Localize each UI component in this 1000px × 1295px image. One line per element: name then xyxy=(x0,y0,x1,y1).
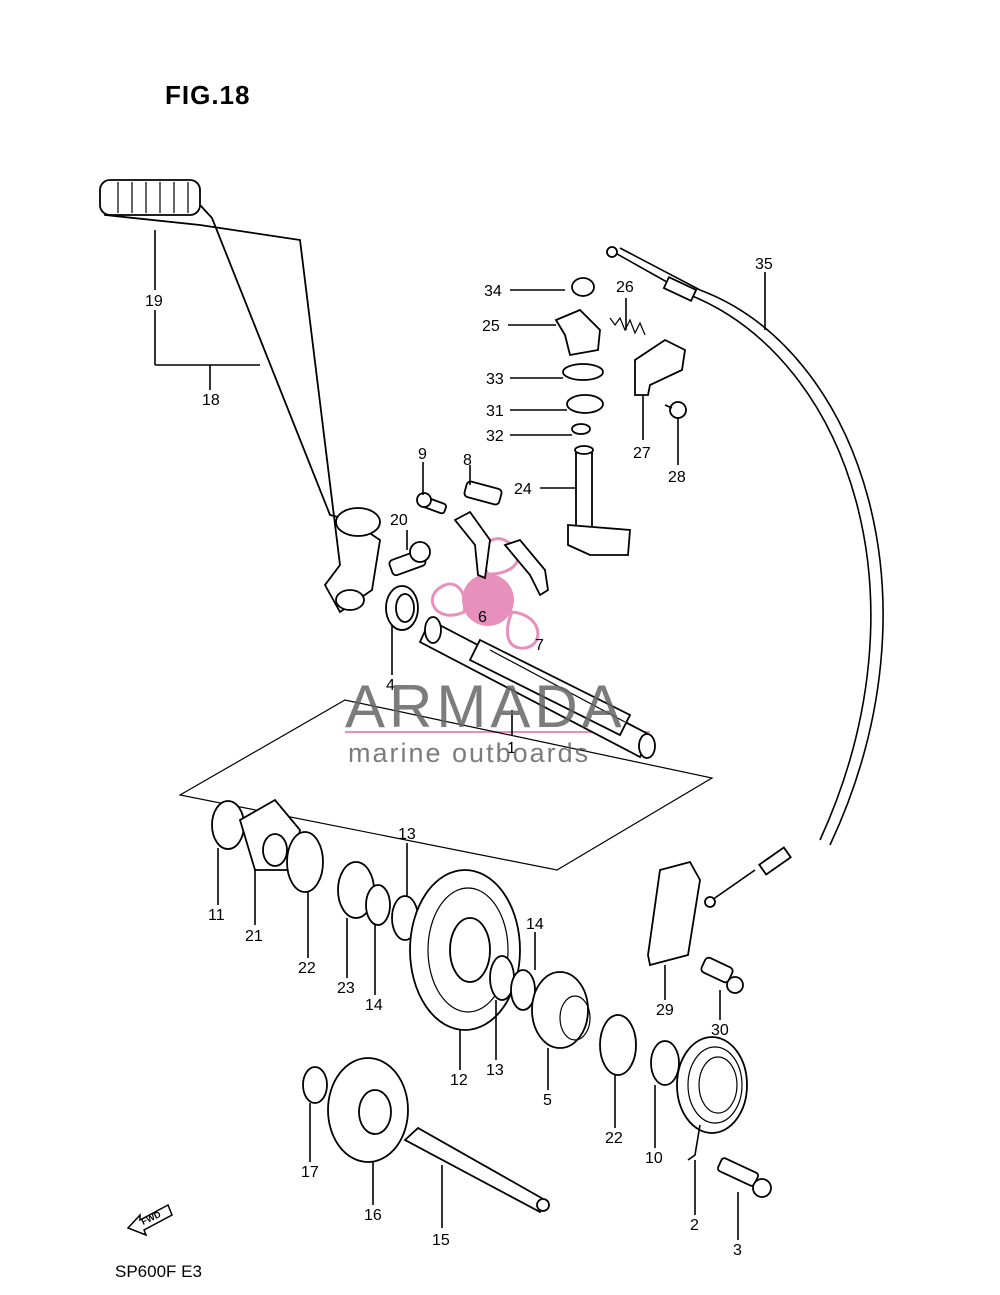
cable-bracket xyxy=(634,338,686,396)
bolt-9 xyxy=(416,492,447,515)
callout-7: 7 xyxy=(535,637,544,654)
spring-washer-22b xyxy=(599,1014,637,1076)
guide-plate-7 xyxy=(503,538,549,597)
spring-washer-22a xyxy=(286,831,324,893)
release-shaft xyxy=(567,445,631,556)
circlip-14a xyxy=(365,884,391,926)
washer-32 xyxy=(571,423,591,435)
washer-31 xyxy=(566,394,604,414)
return-spring xyxy=(609,316,646,336)
callout-4: 4 xyxy=(386,677,395,694)
kick-starter-gear xyxy=(531,971,591,1049)
clamp-bolt xyxy=(388,541,431,577)
callout-29: 29 xyxy=(656,1002,674,1019)
callout-13a: 13 xyxy=(398,826,416,843)
kick-idle-gear xyxy=(327,1057,409,1163)
callout-18: 18 xyxy=(202,392,220,409)
cable-holder xyxy=(647,860,701,967)
callout-24: 24 xyxy=(514,481,532,498)
callout-1: 1 xyxy=(507,740,516,757)
callout-21: 21 xyxy=(245,928,263,945)
holder-bolt xyxy=(700,956,744,994)
callout-20: 20 xyxy=(390,512,408,529)
callout-15: 15 xyxy=(432,1232,450,1249)
bolt-8 xyxy=(463,480,503,506)
callout-12: 12 xyxy=(450,1072,468,1089)
callout-14a: 14 xyxy=(365,997,383,1014)
washer-10 xyxy=(650,1040,680,1086)
callout-35: 35 xyxy=(755,256,773,273)
fwd-arrow-icon: FWD xyxy=(126,1203,173,1237)
callout-14b: 14 xyxy=(526,916,544,933)
release-cable xyxy=(606,246,884,908)
figure-title: FIG.18 xyxy=(165,80,251,110)
kick-spring xyxy=(676,1036,748,1161)
release-arm xyxy=(554,308,601,357)
callout-8: 8 xyxy=(463,452,472,469)
callout-22b: 22 xyxy=(605,1130,623,1147)
callout-labels: 19 18 9 8 20 4 6 7 1 34 25 33 31 32 24 2… xyxy=(145,256,773,1259)
guide-plate-6 xyxy=(453,510,491,580)
kick-shaft xyxy=(418,616,656,759)
callout-30: 30 xyxy=(711,1022,729,1039)
callout-31: 31 xyxy=(486,403,504,420)
callout-13b: 13 xyxy=(486,1062,504,1079)
callout-34: 34 xyxy=(484,283,502,300)
callout-19: 19 xyxy=(145,293,163,310)
callout-2: 2 xyxy=(690,1217,699,1234)
callout-26: 26 xyxy=(616,279,634,296)
callout-6: 6 xyxy=(478,609,487,626)
callout-9: 9 xyxy=(418,446,427,463)
washer-33 xyxy=(562,363,604,381)
circlip-17 xyxy=(302,1066,328,1104)
circlip-11 xyxy=(211,800,245,850)
assembly-plane-outline xyxy=(178,699,714,871)
callout-28: 28 xyxy=(668,469,686,486)
cap-nut xyxy=(571,277,595,297)
callout-32: 32 xyxy=(486,428,504,445)
model-code: SP600F E3 xyxy=(115,1262,202,1281)
oil-seal xyxy=(385,585,419,631)
callout-3: 3 xyxy=(733,1242,742,1259)
callout-33: 33 xyxy=(486,371,504,388)
circlip-14b xyxy=(510,969,536,1011)
bracket-screw xyxy=(664,401,687,419)
watermark-tagline: marine outboards xyxy=(348,738,591,768)
kick-idle-shaft xyxy=(403,1126,550,1214)
callout-11: 11 xyxy=(208,907,225,924)
callout-25: 25 xyxy=(482,318,500,335)
callout-22a: 22 xyxy=(298,960,316,977)
watermark-brand: ARMADA xyxy=(345,673,626,740)
callout-5: 5 xyxy=(543,1092,552,1109)
kick-lever xyxy=(99,179,381,614)
callout-16: 16 xyxy=(364,1207,382,1224)
callout-10: 10 xyxy=(645,1150,663,1167)
callout-17: 17 xyxy=(301,1164,319,1181)
leader-lines xyxy=(154,230,766,1240)
spring-guide-bolt xyxy=(717,1157,772,1198)
callout-23: 23 xyxy=(337,980,355,997)
callout-27: 27 xyxy=(633,445,651,462)
kick-drive-gear xyxy=(409,869,521,1031)
